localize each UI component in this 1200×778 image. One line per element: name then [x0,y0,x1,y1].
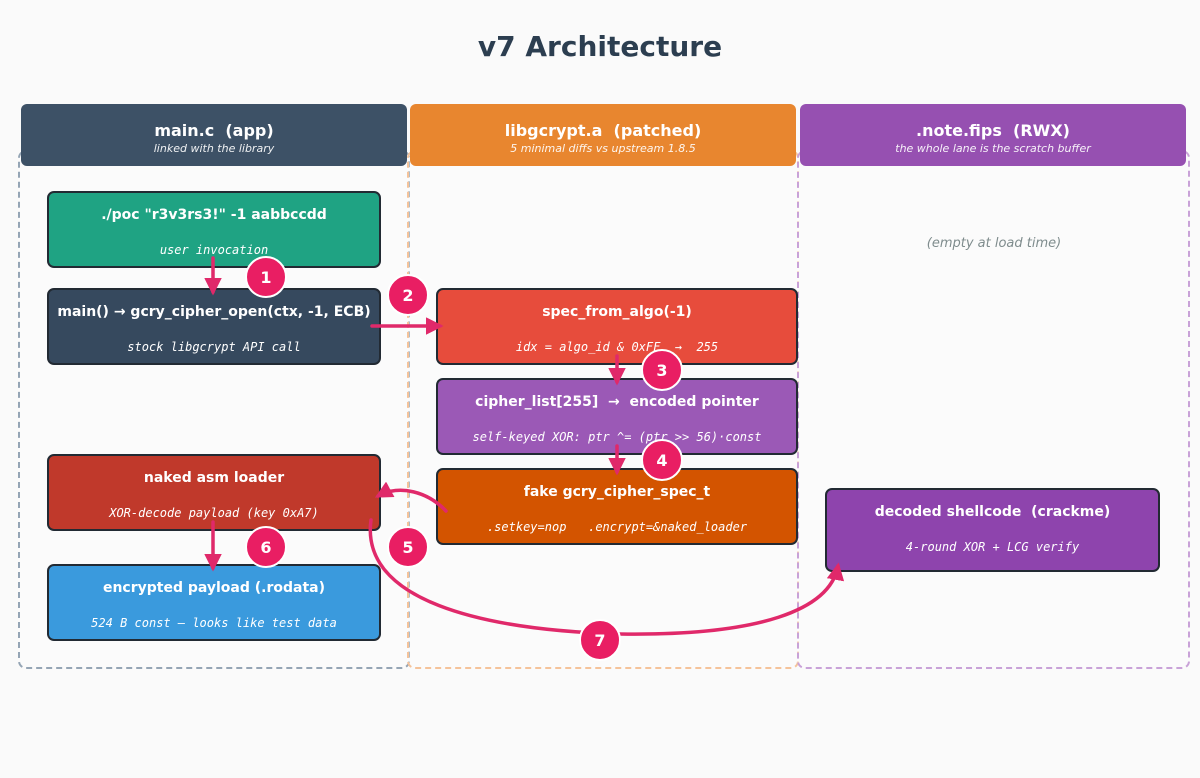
lane-header-fips: .note.fips (RWX) the whole lane is the s… [800,104,1186,166]
box-main-title: main() → gcry_cipher_open(ctx, -1, ECB) [57,304,371,320]
box-cipher-list-title: cipher_list[255] → encoded pointer [475,394,759,410]
box-shellcode-title: decoded shellcode (crackme) [874,504,1111,520]
box-decoded-shellcode: decoded shellcode (crackme) 4-round XOR … [825,488,1160,572]
diagram-title: v7 Architecture [477,30,723,63]
box-main-subtitle: stock libgcrypt API call [127,340,301,354]
box-spec-from-algo: spec_from_algo(-1) idx = algo_id & 0xFF … [436,288,798,365]
box-fake-spec-title: fake gcry_cipher_spec_t [523,484,711,500]
box-loader-title: naked asm loader [143,470,285,486]
box-cipher-list-subtitle: self-keyed XOR: ptr ^= (ptr >> 56)·const [472,430,762,444]
lane-header-lib-title: libgcrypt.a (patched) [504,121,702,140]
box-loader-subtitle: XOR-decode payload (key 0xA7) [109,506,319,520]
lane-header-app-title: main.c (app) [154,121,274,140]
lane-header-lib-subtitle: 5 minimal diffs vs upstream 1.8.5 [510,142,696,155]
lane-fips [797,150,1190,669]
box-cipher-list: cipher_list[255] → encoded pointer self-… [436,378,798,455]
box-fake-spec-subtitle: .setkey=nop .encrypt=&naked_loader [486,520,748,534]
lane-header-app: main.c (app) linked with the library [21,104,407,166]
box-poc-title: ./poc "r3v3rs3!" -1 aabbccdd [101,207,327,223]
step-badge-7: 7 [579,619,621,661]
step-badge-4: 4 [641,439,683,481]
fips-empty-note: (empty at load time) [926,236,1062,251]
box-payload-subtitle: 524 B const — looks like test data [91,616,337,630]
box-naked-loader: naked asm loader XOR-decode payload (key… [47,454,381,531]
box-fake-spec: fake gcry_cipher_spec_t .setkey=nop .enc… [436,468,798,545]
step-badge-5: 5 [387,526,429,568]
box-spec-subtitle: idx = algo_id & 0xFF → 255 [515,340,719,354]
box-main-call: main() → gcry_cipher_open(ctx, -1, ECB) … [47,288,381,365]
step-badge-6: 6 [245,526,287,568]
lane-header-app-subtitle: linked with the library [153,142,275,155]
box-payload-title: encrypted payload (.rodata) [102,580,326,596]
step-badge-3: 3 [641,349,683,391]
box-poc-subtitle: user invocation [159,243,269,257]
lane-header-lib: libgcrypt.a (patched) 5 minimal diffs vs… [410,104,796,166]
box-poc-invocation: ./poc "r3v3rs3!" -1 aabbccdd user invoca… [47,191,381,268]
step-badge-1: 1 [245,256,287,298]
box-spec-title: spec_from_algo(-1) [542,304,692,320]
lane-header-fips-title: .note.fips (RWX) [916,121,1070,140]
lane-header-fips-subtitle: the whole lane is the scratch buffer [895,142,1091,155]
step-badge-2: 2 [387,274,429,316]
box-encrypted-payload: encrypted payload (.rodata) 524 B const … [47,564,381,641]
box-shellcode-subtitle: 4-round XOR + LCG verify [905,540,1080,554]
